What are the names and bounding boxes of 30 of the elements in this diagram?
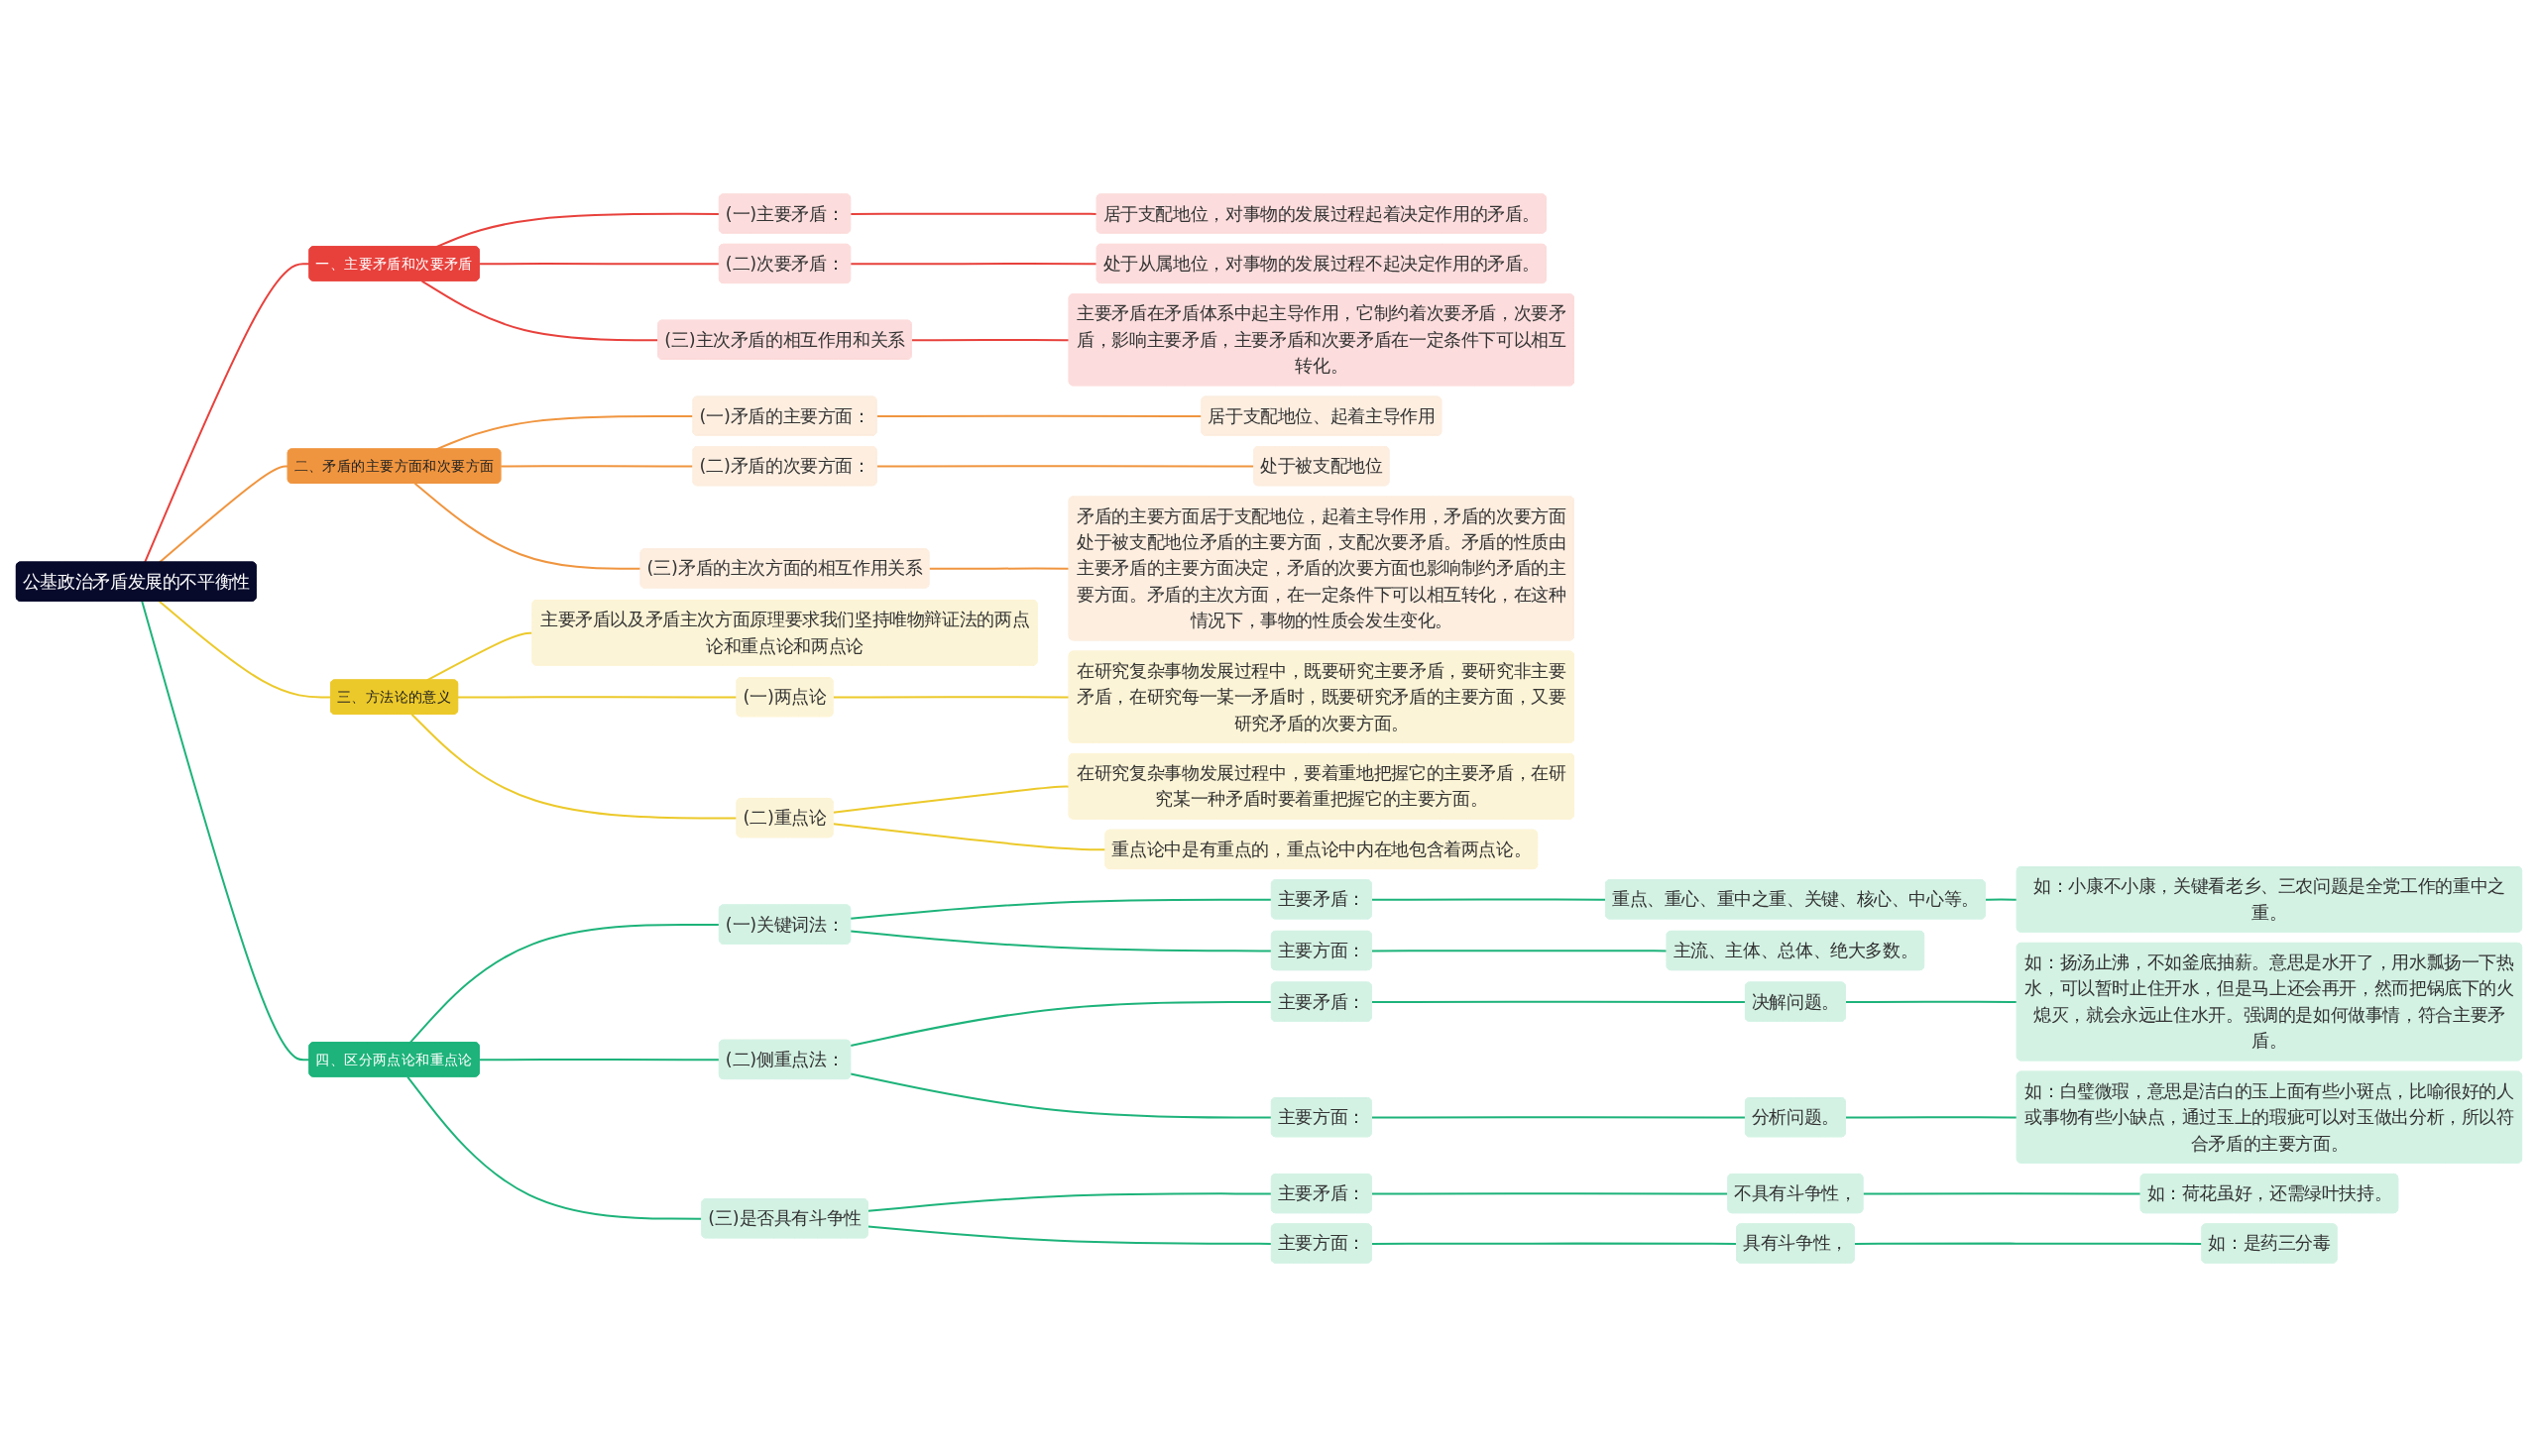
connector <box>158 600 332 699</box>
connector <box>1370 1000 1747 1003</box>
connector <box>457 695 739 699</box>
connector <box>1370 1115 1747 1119</box>
connector <box>910 338 1071 341</box>
connector <box>832 695 1071 699</box>
connector <box>413 482 642 570</box>
connector <box>1862 1191 2142 1194</box>
connector <box>408 923 721 1044</box>
connector <box>435 212 721 248</box>
connector <box>850 898 1273 920</box>
connector <box>832 785 1071 814</box>
connector <box>850 1000 1273 1047</box>
connector <box>928 567 1071 570</box>
connector <box>1844 1115 2019 1119</box>
connector <box>1370 949 1669 952</box>
connector <box>866 1191 1273 1212</box>
connector <box>1984 898 2019 901</box>
connector <box>478 262 721 265</box>
connector <box>866 1224 1273 1245</box>
connector <box>850 1072 1273 1119</box>
connector <box>850 929 1273 952</box>
connector <box>158 464 289 563</box>
connector <box>478 1058 721 1061</box>
connector <box>410 713 739 819</box>
connector <box>1844 1000 2019 1003</box>
connector <box>850 262 1098 265</box>
connector <box>1370 898 1607 901</box>
connector <box>850 212 1098 215</box>
connector <box>832 822 1107 850</box>
